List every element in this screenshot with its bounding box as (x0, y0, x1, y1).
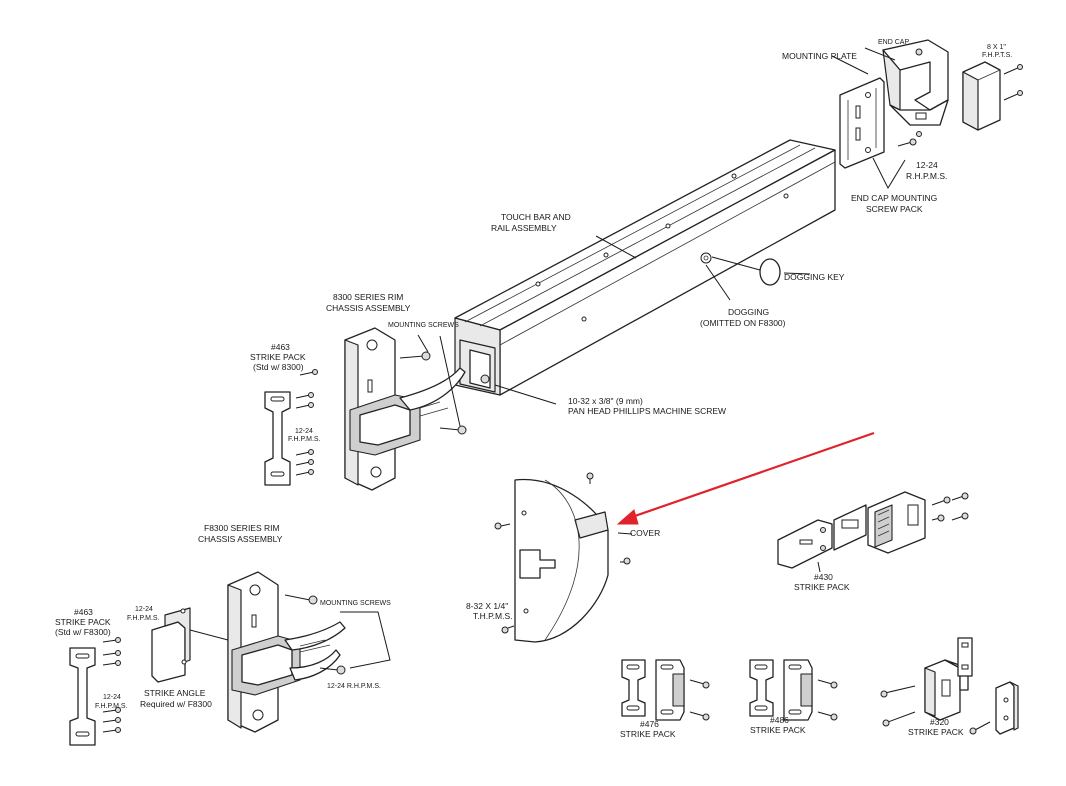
8300-rim-chassis (344, 327, 466, 491)
red-pointer-arrow (616, 431, 875, 525)
cover-screws (494, 472, 631, 634)
label-mounting-screws-top: MOUNTING SCREWS (388, 322, 459, 329)
label-thpms-2: T.H.P.M.S. (473, 611, 513, 621)
label-fhpms-angle-1: 12-24 (135, 606, 153, 613)
f8300-mounting-screws (284, 594, 391, 675)
label-320-1: #320 (930, 717, 949, 727)
label-rhpms-top-1: 12-24 (916, 160, 938, 170)
label-machine-screw-1: 10-32 x 3/8" (9 mm) (568, 396, 643, 406)
label-end-cap-screw-1: END CAP MOUNTING (851, 193, 937, 203)
463-screws-bottom (102, 637, 121, 733)
label-463-bot-3: (Std w/ F8300) (55, 627, 111, 637)
labels: END CAP 8 X 1" F.H.P.T.S. MOUNTING PLATE… (55, 39, 1012, 739)
f8300-rim-chassis (227, 571, 346, 733)
430-strike-pack (777, 491, 926, 569)
label-machine-screw-2: PAN HEAD PHILLIPS MACHINE SCREW (568, 406, 726, 416)
320-strike-pack (880, 637, 1019, 735)
label-cover: COVER (630, 528, 660, 538)
label-mounting-screws-bottom: MOUNTING SCREWS (320, 600, 391, 607)
label-476-1: #476 (640, 719, 659, 729)
label-thpms-1: 8-32 X 1/4" (466, 601, 508, 611)
label-476-2: STRIKE PACK (620, 729, 676, 739)
label-touch-bar-2: RAIL ASSEMBLY (491, 223, 557, 233)
label-486-1: #486 (770, 715, 789, 725)
end-cap-mounting-screws (872, 131, 922, 190)
end-cap-insert (962, 61, 1001, 131)
mounting-plate (839, 77, 885, 169)
label-320-2: STRIKE PACK (908, 727, 964, 737)
label-463-top-2: STRIKE PACK (250, 352, 306, 362)
cover (514, 478, 609, 643)
dogging-key (700, 252, 781, 301)
label-463-top-3: (Std w/ 8300) (253, 362, 304, 372)
label-fhpms-bot-2: F.H.P.M.S. (95, 703, 128, 710)
label-430-2: STRIKE PACK (794, 582, 850, 592)
label-f8300-chassis-1: F8300 SERIES RIM (204, 523, 280, 533)
label-rim-chassis-2: CHASSIS ASSEMBLY (326, 303, 411, 313)
430-screws (820, 492, 969, 551)
label-rim-chassis-1: 8300 SERIES RIM (333, 292, 403, 302)
label-fhpms-top-1: 12-24 (295, 428, 313, 435)
label-fhpts-1: 8 X 1" (987, 44, 1006, 51)
label-touch-bar-1: TOUCH BAR AND (501, 212, 571, 222)
leader-lines (494, 47, 896, 573)
8300-mounting-screws (399, 334, 467, 435)
label-486-2: STRIKE PACK (750, 725, 806, 735)
label-dogging-2: (OMITTED ON F8300) (700, 318, 786, 328)
label-430-1: #430 (814, 572, 833, 582)
label-463-top-1: #463 (271, 342, 290, 352)
label-dogging-1: DOGGING (728, 307, 769, 317)
label-rhpms-bot: 12-24 R.H.P.M.S. (327, 683, 381, 690)
touch-bar-rail-assembly (454, 139, 836, 396)
label-end-cap-screw-2: SCREW PACK (866, 204, 923, 214)
486-strike-pack (749, 659, 838, 721)
label-dogging-key: DOGGING KEY (784, 272, 845, 282)
label-fhpts-2: F.H.P.T.S. (982, 52, 1012, 59)
463-screws-top (295, 369, 318, 476)
strike-angle (151, 607, 229, 683)
label-fhpms-angle-2: F.H.P.M.S. (127, 615, 160, 622)
label-fhpms-top-2: F.H.P.M.S. (288, 436, 321, 443)
463-strike-pack-top (264, 391, 291, 486)
label-rhpms-top-2: R.H.P.M.S. (906, 171, 947, 181)
label-mounting-plate: MOUNTING PLATE (782, 51, 857, 61)
end-cap (882, 39, 949, 126)
463-strike-pack-bottom (69, 647, 96, 746)
label-463-bot-2: STRIKE PACK (55, 617, 111, 627)
label-strike-angle-1: STRIKE ANGLE (144, 688, 206, 698)
label-strike-angle-2: Required w/ F8300 (140, 699, 212, 709)
label-463-bot-1: #463 (74, 607, 93, 617)
label-end-cap: END CAP (878, 39, 909, 46)
label-f8300-chassis-2: CHASSIS ASSEMBLY (198, 534, 283, 544)
fhpts-screws (1003, 64, 1023, 101)
label-fhpms-bot-1: 12-24 (103, 694, 121, 701)
476-strike-pack (621, 659, 710, 721)
